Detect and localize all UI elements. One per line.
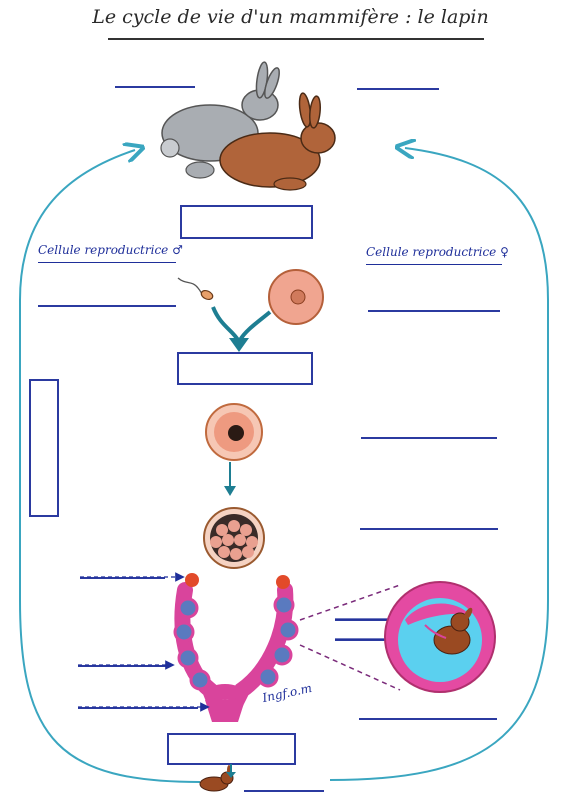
- male-cell-underline: [38, 262, 176, 263]
- fertilization-arrow-left: [211, 306, 240, 342]
- title-underline: [108, 38, 484, 40]
- blank-line-placenta[interactable]: [335, 619, 410, 621]
- fertilization-arrowhead: [229, 338, 249, 352]
- fetus-zoom-illustration: [384, 581, 496, 693]
- blank-line-male-cell[interactable]: [38, 305, 176, 307]
- answer-box-fertilization[interactable]: [177, 352, 313, 385]
- blank-line-female-cell[interactable]: [368, 310, 500, 312]
- blank-line-baby[interactable]: [244, 790, 324, 792]
- male-cell-label: Cellule reproductrice ♂: [38, 243, 183, 257]
- ovum-illustration: [268, 269, 324, 325]
- zygote-illustration: [205, 403, 263, 461]
- blank-line-uterus[interactable]: [78, 665, 166, 667]
- blank-line-embryo[interactable]: [360, 528, 498, 530]
- newborn-rabbit-illustration: [199, 765, 234, 792]
- answer-box-mating[interactable]: [180, 205, 313, 239]
- page-title: Le cycle de vie d'un mammifère : le lapi…: [92, 6, 489, 28]
- female-cell-underline: [366, 264, 502, 265]
- answer-box-gestation[interactable]: [29, 379, 59, 517]
- sperm-cell-illustration: [177, 277, 214, 301]
- blank-line-parents-right[interactable]: [357, 88, 439, 90]
- early-embryo-illustration: [203, 507, 265, 569]
- cycle-arrow-left: [19, 150, 201, 783]
- uterus-illustration: [173, 573, 299, 722]
- blank-line-egg-cell[interactable]: [361, 437, 497, 439]
- cycle-arrow-right: [329, 148, 549, 781]
- blank-line-vagina[interactable]: [78, 707, 198, 709]
- blank-line-ovary[interactable]: [80, 577, 165, 579]
- blank-line-fetus[interactable]: [335, 639, 410, 641]
- blank-line-parents-left[interactable]: [115, 86, 195, 88]
- blank-line-birth[interactable]: [359, 718, 497, 720]
- fertilization-arrow-right: [238, 310, 272, 342]
- brown-rabbit-illustration: [219, 92, 336, 191]
- female-cell-label: Cellule reproductrice ♀: [366, 245, 509, 259]
